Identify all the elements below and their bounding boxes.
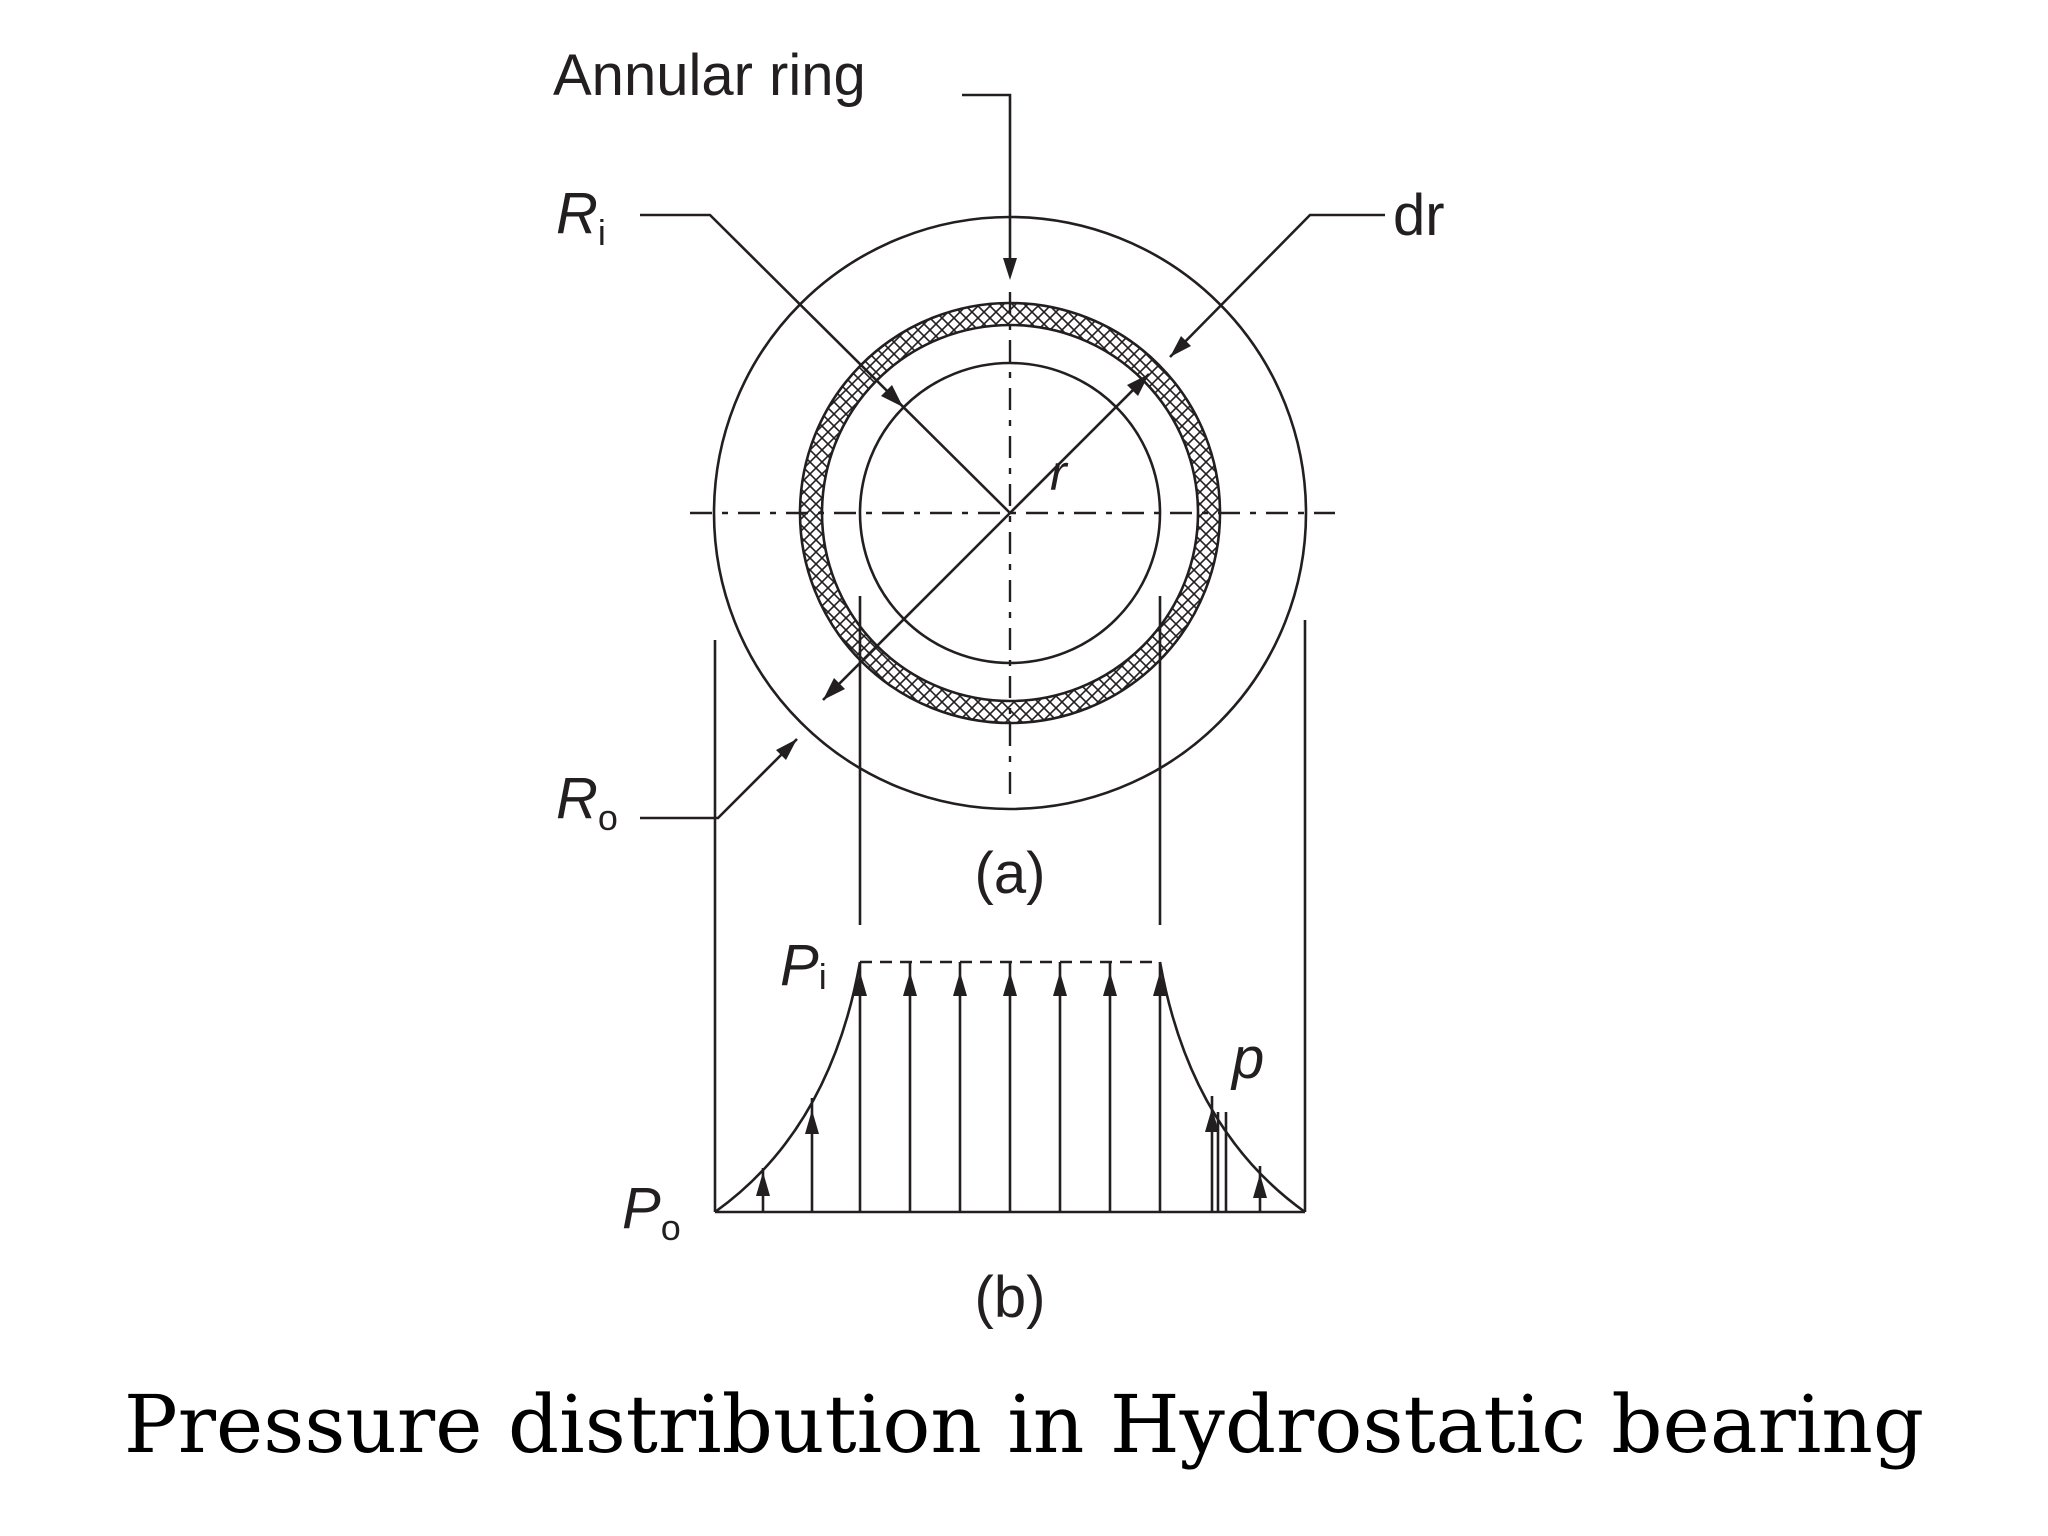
ro-outer-arrowhead: [776, 739, 797, 760]
pressure-arrowhead: [903, 972, 917, 996]
pressure-arrowhead: [953, 972, 967, 996]
pi-label: Pi: [780, 933, 827, 998]
pressure-arrowhead: [1153, 972, 1167, 996]
annular-ring-label: Annular ring: [553, 43, 866, 108]
annular-ring-leader: [962, 93, 1012, 262]
pressure-arrowhead: [1253, 1174, 1267, 1198]
ri-label: Ri: [556, 181, 606, 253]
dr-label: dr: [1393, 183, 1445, 248]
pressure-arrows: [756, 962, 1267, 1212]
r-label: r: [1050, 445, 1069, 501]
left-pressure-curve: [714, 961, 862, 1214]
subfigure-b-label: (b): [975, 1265, 1046, 1330]
pressure-arrowhead: [1053, 972, 1067, 996]
annular-ring-arrowhead: [1003, 258, 1017, 280]
ri-arrowhead: [881, 385, 903, 407]
p-label: p: [1230, 1026, 1264, 1091]
ro-leader: [640, 738, 798, 820]
ro-inner-arrowhead: [823, 678, 845, 700]
pressure-distribution-plot: [714, 960, 1306, 1214]
po-label: Po: [622, 1176, 681, 1248]
pressure-arrowhead: [805, 1110, 819, 1134]
pressure-arrowhead: [756, 1172, 770, 1196]
ro-radius-line: [822, 512, 1011, 701]
dr-leader: [1169, 213, 1385, 358]
figure-caption: Pressure distribution in Hydrostatic bea…: [124, 1378, 1924, 1471]
subfigure-a-label: (a): [975, 841, 1046, 906]
ro-label: Ro: [556, 766, 618, 838]
pressure-arrowhead: [1103, 972, 1117, 996]
dr-arrowhead: [1170, 336, 1191, 357]
pressure-arrowhead: [853, 972, 867, 996]
r-radius-line: [1009, 373, 1150, 514]
pressure-arrowhead: [1205, 1108, 1219, 1132]
ri-leader: [640, 213, 1011, 514]
r-arrowhead: [1127, 374, 1149, 396]
pressure-arrowhead: [1003, 972, 1017, 996]
bearing-plan-view: [640, 93, 1385, 1212]
